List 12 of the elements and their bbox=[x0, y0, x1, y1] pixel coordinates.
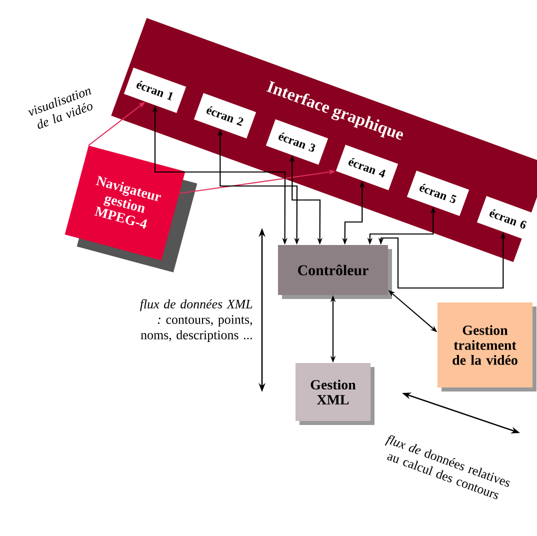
node-label: écran 6 bbox=[490, 209, 527, 229]
screen-box: écran 4 bbox=[336, 144, 398, 190]
screen-box: écran 1 bbox=[124, 68, 186, 114]
screen-box: écran 2 bbox=[194, 93, 256, 138]
note-text: flux de données relatives au calcul des contours bbox=[384, 435, 510, 500]
process-box: Gestion traitement de la vidéo bbox=[438, 302, 536, 392]
screen-box: écran 6 bbox=[476, 196, 537, 242]
note-text: flux de données XML : contours, points, noms, descriptions ... bbox=[140, 299, 252, 342]
screen-box: écran 3 bbox=[266, 119, 328, 165]
process-box: Contrôleur bbox=[278, 245, 392, 299]
process-box: Gestion XML bbox=[296, 363, 374, 425]
screen-box: écran 5 bbox=[406, 170, 470, 216]
